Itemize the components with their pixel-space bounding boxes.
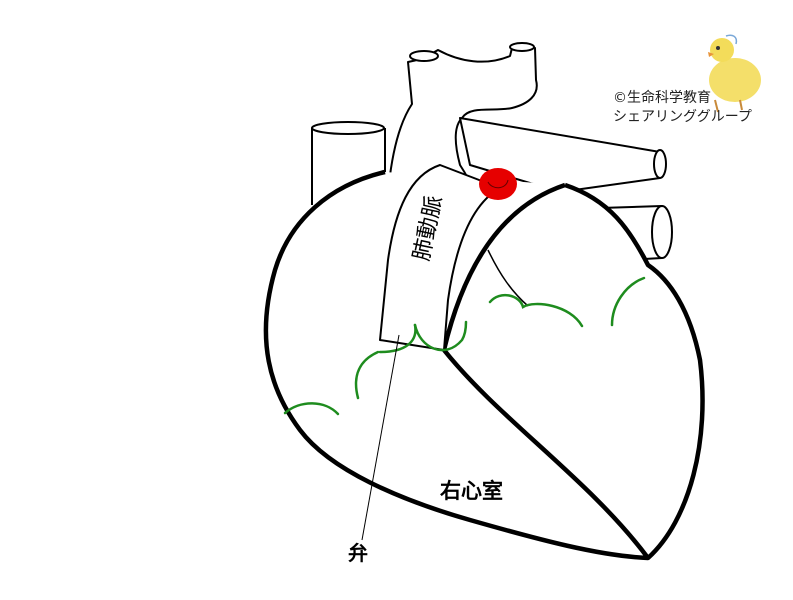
coronary-vessels — [283, 276, 646, 416]
inner-vessel-line — [487, 249, 529, 307]
heart-outline — [263, 169, 705, 561]
right-ventricle-label: 右心室 — [440, 479, 503, 503]
credit-line-2: シェアリンググループ — [613, 109, 752, 125]
superior-vena-cava — [311, 121, 386, 205]
red-marker — [479, 168, 517, 200]
valve-pointer-line — [361, 334, 400, 541]
ventricle-septum-line — [442, 348, 650, 560]
ventricle-upper-line — [441, 182, 566, 351]
valve-label: 弁 — [348, 541, 368, 565]
chick-icon — [708, 34, 761, 113]
credit-line-1: ©生命科学教育 — [613, 90, 711, 106]
